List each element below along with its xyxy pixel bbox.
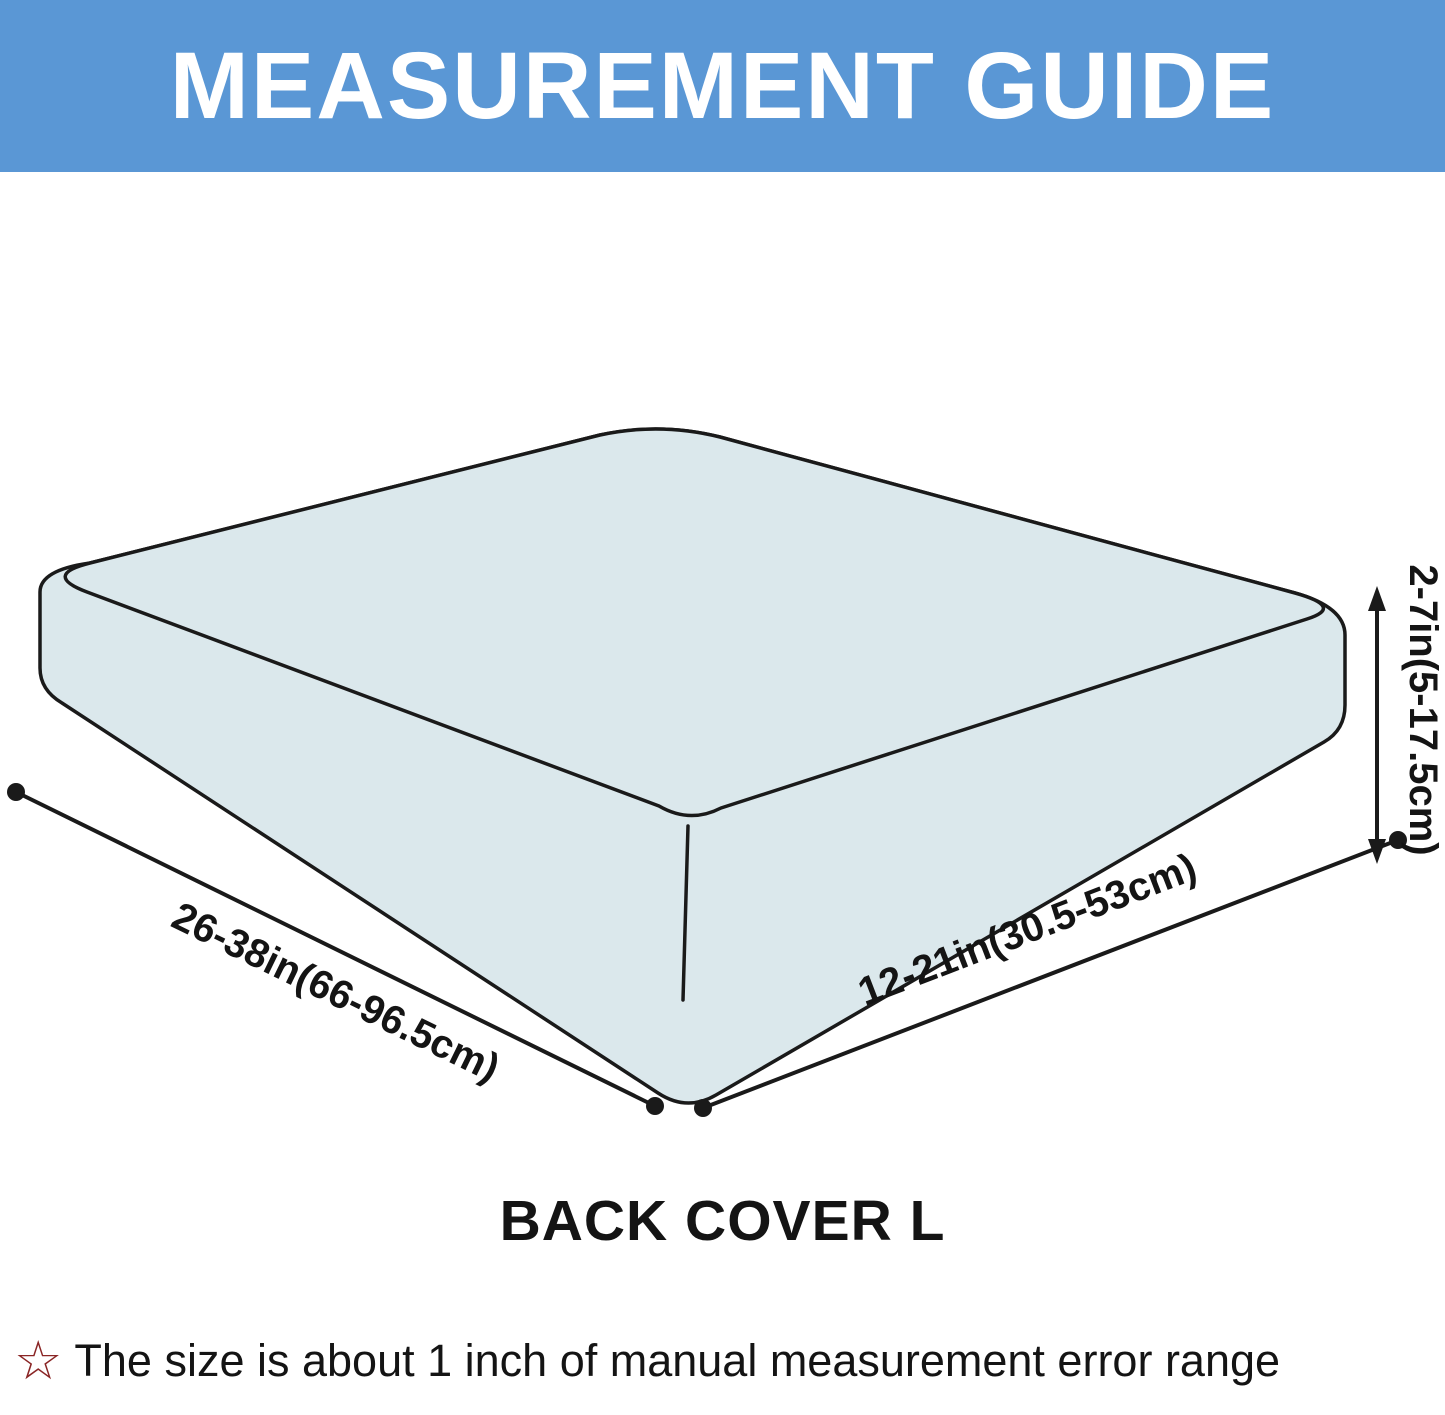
- height-dimension-label: 2-7in(5-17.5cm): [1401, 564, 1445, 855]
- footnote: ☆ The size is about 1 inch of manual mea…: [14, 1334, 1439, 1388]
- cushion-diagram: 26-38in(66-96.5cm) 12-21in(30.5-53cm) 2-…: [7, 427, 1445, 1117]
- width-dim-dot-start: [7, 783, 25, 801]
- depth-dim-dot-end: [1389, 831, 1407, 849]
- depth-dimension-line: [702, 838, 1399, 1110]
- front-seam-line: [681, 824, 690, 1002]
- height-dimension: 2-7in(5-17.5cm): [1368, 564, 1445, 864]
- star-icon: ☆: [14, 1331, 63, 1391]
- width-dimension-line: [15, 790, 656, 1108]
- header-banner: MEASUREMENT GUIDE: [0, 0, 1445, 172]
- diagram-caption: BACK COVER L: [499, 1189, 946, 1253]
- height-dim-arrow-down: [1368, 839, 1386, 864]
- height-dim-arrow-up: [1368, 586, 1386, 611]
- width-dim-dot-end: [646, 1097, 664, 1115]
- cushion-top-face: [63, 427, 1326, 818]
- depth-dim-dot-start: [694, 1099, 712, 1117]
- page-title: MEASUREMENT GUIDE: [169, 32, 1276, 139]
- footnote-text: The size is about 1 inch of manual measu…: [74, 1335, 1281, 1386]
